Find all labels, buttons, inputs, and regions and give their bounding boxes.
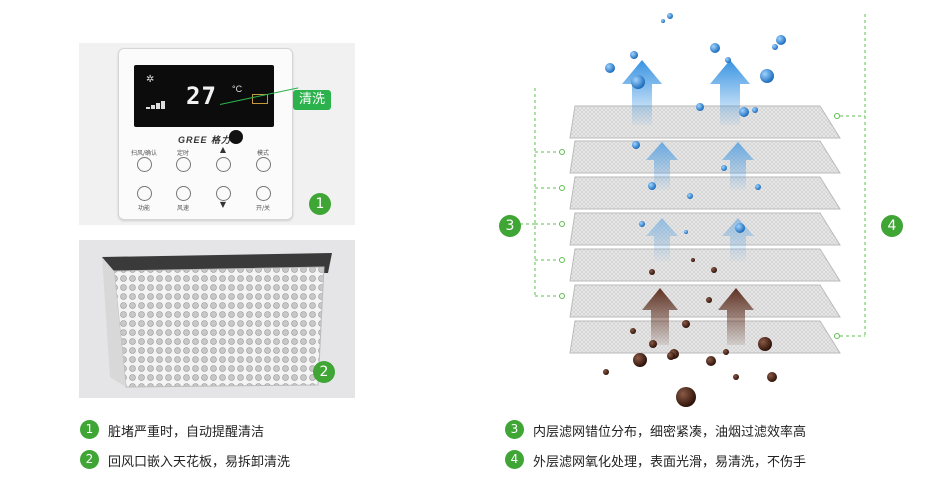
swing-confirm-label: 扫风/确认 — [130, 150, 158, 157]
dirt-particle — [603, 369, 609, 375]
caption-4-text: 外层滤网氧化处理，表面光滑，易清洗，不伤手 — [533, 455, 807, 470]
dirt-particle — [633, 353, 647, 367]
fan-icon: ✲ — [146, 74, 155, 85]
airflow-arrows — [622, 60, 754, 345]
dirt-particle — [676, 387, 696, 407]
controller-lcd — [134, 65, 274, 127]
power-label: 开/关 — [255, 205, 271, 212]
inner-bracket-nodes — [559, 149, 565, 299]
power-button[interactable] — [256, 186, 271, 201]
fan-speed-button[interactable] — [176, 186, 191, 201]
function-button[interactable] — [137, 186, 152, 201]
badge-3: 3 — [499, 215, 521, 237]
clean-particle — [631, 75, 645, 89]
dirt-particles — [603, 258, 777, 407]
clean-particle — [639, 221, 645, 227]
clean-particle — [684, 230, 688, 234]
clean-particle — [687, 193, 693, 199]
dirt-particle — [711, 267, 717, 273]
filter-layer — [569, 212, 841, 246]
clean-particles — [605, 13, 786, 234]
lcd-temp-unit: °C — [232, 84, 243, 94]
clean-particle — [630, 51, 638, 59]
clean-air-arrow — [710, 60, 750, 125]
dirt-particle — [706, 356, 716, 366]
dirt-particle — [667, 352, 675, 360]
clean-particle — [725, 57, 731, 63]
filter-layer — [569, 284, 841, 318]
clean-particle — [755, 184, 761, 190]
clean-particle — [735, 223, 745, 233]
up-button[interactable] — [216, 157, 231, 172]
mode-label: 模式 — [256, 150, 269, 157]
clean-particle — [739, 107, 749, 117]
clean-particle — [696, 103, 704, 111]
caption-2-badge: 2 — [80, 450, 99, 469]
clean-particle — [776, 35, 786, 45]
clean-air-arrow — [722, 142, 754, 190]
lcd-temperature: 27 — [186, 82, 217, 110]
badge-1: 1 — [309, 193, 331, 215]
clean-particle — [605, 63, 615, 73]
filter-layers-diagram — [520, 13, 866, 407]
dirt-particle — [691, 258, 695, 262]
dirty-air-arrow — [642, 288, 678, 345]
caption-1-text: 脏堵严重时，自动提醒清洁 — [108, 425, 265, 440]
clean-particle — [721, 165, 727, 171]
clean-particle — [710, 43, 720, 53]
clean-particle — [760, 69, 774, 83]
dirt-particle — [723, 349, 729, 355]
filter-layer — [569, 140, 841, 174]
caption-1-badge: 1 — [80, 420, 99, 439]
clean-air-arrow — [646, 218, 678, 262]
clean-air-arrow — [646, 142, 678, 190]
down-arrow-icon: ▼ — [219, 200, 227, 209]
dirt-particle — [758, 337, 772, 351]
clean-particle — [772, 44, 778, 50]
filter-sheets — [569, 105, 841, 354]
caption-3-text: 内层滤网错位分布，细密紧凑，油烟过滤效率高 — [533, 425, 807, 440]
dirt-particle — [630, 328, 636, 334]
clean-particle — [667, 13, 673, 19]
signal-bars-icon — [146, 101, 165, 109]
badge-4: 4 — [881, 215, 903, 237]
mode-button[interactable] — [256, 157, 271, 172]
caption-3-badge: 3 — [505, 420, 524, 439]
dirt-particle — [649, 340, 657, 348]
return-air-grille — [102, 253, 332, 388]
clean-callout: 清洗 — [293, 90, 332, 110]
timer-label: 定时 — [176, 150, 189, 157]
clean-particle — [752, 107, 758, 113]
caption-4-badge: 4 — [505, 450, 524, 469]
fan-speed-label: 风速 — [176, 205, 189, 212]
dirt-particle — [733, 374, 739, 380]
clean-air-arrow — [622, 60, 662, 125]
outer-bracket-nodes — [834, 113, 840, 339]
up-arrow-icon: ▲ — [219, 145, 227, 154]
caption-2-text: 回风口嵌入天花板，易拆卸清洗 — [108, 455, 291, 470]
clean-particle — [648, 182, 656, 190]
dirty-air-arrow — [718, 288, 754, 345]
clean-particle — [661, 19, 665, 23]
controller-knob — [229, 130, 243, 144]
clean-particle — [632, 141, 640, 149]
outer-layers-bracket — [840, 14, 866, 337]
filter-layer — [569, 176, 841, 210]
function-label: 功能 — [137, 205, 150, 212]
inner-layers-bracket — [520, 88, 560, 298]
dirt-particle — [682, 320, 690, 328]
clean-air-arrow — [722, 218, 754, 262]
brand-logo: GREE 格力 — [178, 135, 232, 145]
badge-2: 2 — [313, 361, 335, 383]
swing-confirm-button[interactable] — [137, 157, 152, 172]
filter-layer — [569, 248, 841, 282]
dirt-particle — [649, 269, 655, 275]
filter-layer — [569, 105, 841, 139]
timer-button[interactable] — [176, 157, 191, 172]
dirt-particle — [767, 372, 777, 382]
down-button[interactable] — [216, 186, 231, 201]
filter-layer — [569, 320, 841, 354]
dirt-particle — [706, 297, 712, 303]
